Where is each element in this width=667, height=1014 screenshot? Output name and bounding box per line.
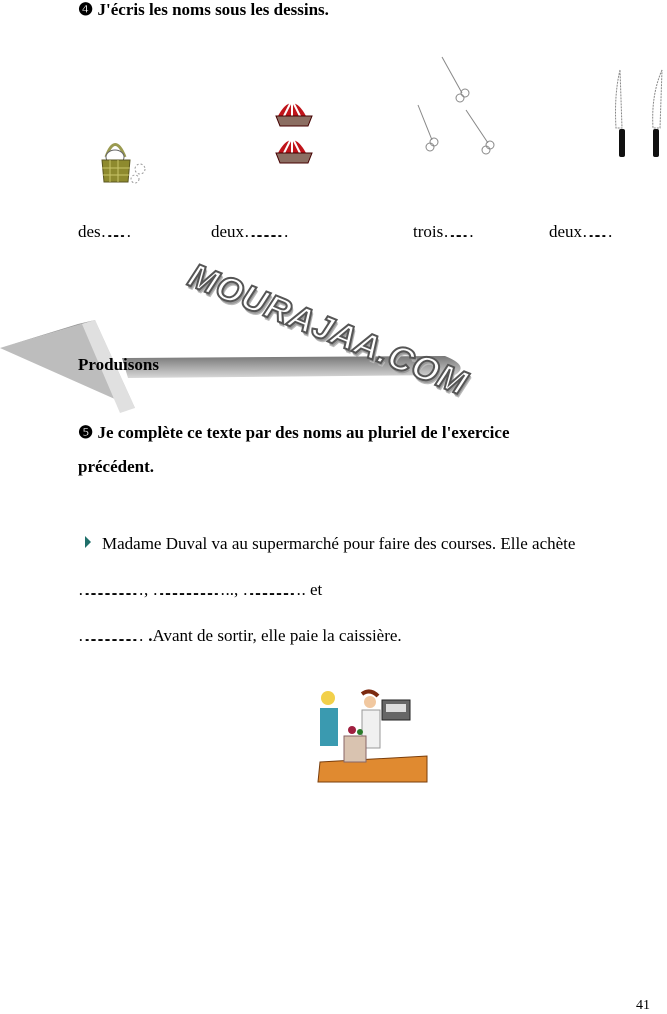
blank-label-scissors: trois……… [413,222,474,242]
blank: …………………… [78,626,148,645]
exercise-title: Je complète ce texte par des noms au plu… [97,423,510,442]
supermarket-checkout-image [317,689,428,783]
paragraph-line-1: Madame Duval va au supermarché pour fair… [102,534,576,553]
exercise-4-heading: ❹ J'écris les noms sous les dessins. [78,0,329,20]
dotted-blank: ……………………… [152,580,226,599]
paragraph-line-3: …………………… .Avant de sortir, elle paie la … [78,626,402,646]
basket-of-eggs-image [101,143,146,184]
sentence: Avant de sortir, elle paie la caissière. [152,626,402,645]
dotted-blank: ……… [443,222,474,241]
exercise-number: ❹ [78,0,94,19]
bold-period: . [148,626,153,645]
exercise-5-heading-line2: précédent. [78,457,155,476]
two-knives-image [615,69,663,157]
bullet-arrow-icon [85,536,91,548]
exercise-title: J'écris les noms sous les dessins. [97,0,329,19]
dotted-blank: …………………… [78,580,144,599]
section-banner-arrow [0,320,461,413]
blank-label-cakes: deux…………… [211,222,289,242]
exercise-5-heading: ❺ Je complète ce texte par des noms au p… [78,423,509,443]
page-number: 41 [636,998,650,1013]
blank-label-knives: deux……… [549,222,613,242]
dotted-blank: ………………… [242,580,302,599]
paragraph-line-2: ……………………, ……………………….., …………………. et [78,580,323,599]
dotted-blank: ……… [100,222,132,241]
three-scissors-image [417,56,495,155]
blank-label-basket: des……… [78,222,132,242]
two-cakes-image [275,98,313,164]
dotted-blank: …………… [244,222,289,241]
exercise-number: ❺ [78,423,94,442]
dotted-blank: ……… [582,222,613,241]
dotted-blank: …………………… [78,626,144,645]
section-title: Produisons [78,355,159,374]
